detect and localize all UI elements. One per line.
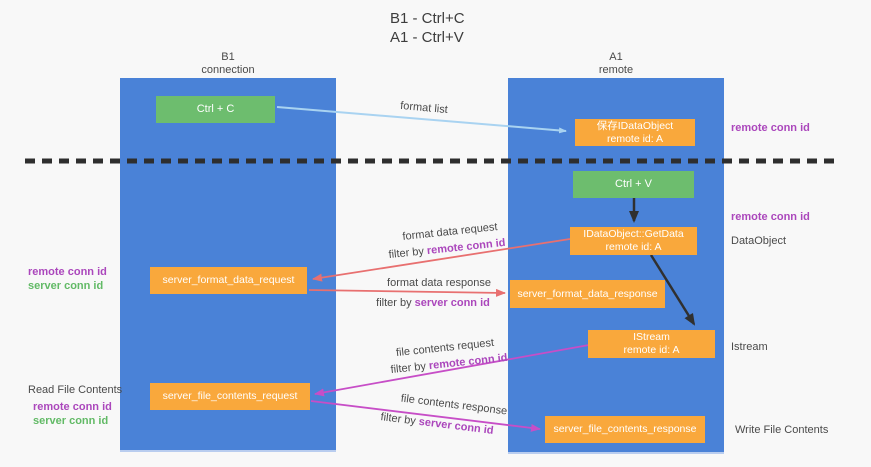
- node-ctrl-c: Ctrl + C: [156, 96, 275, 123]
- label-filter-by-server-2: filter by server conn id: [380, 411, 494, 437]
- server-conn-id-text: server conn id: [418, 415, 495, 437]
- lane-header-a1: A1 remote: [508, 51, 724, 77]
- side-label-remote-conn-id-left2: remote conn id: [33, 401, 112, 413]
- filter-by-text: filter by: [390, 360, 430, 377]
- lane-header-b1: B1 connection: [120, 51, 336, 77]
- remote-conn-id-text: remote conn id: [426, 236, 506, 258]
- remote-conn-id-text: remote conn id: [428, 351, 508, 373]
- node-server-format-data-response-label: server_format_data_response: [517, 287, 658, 300]
- filter-by-text: filter by: [376, 297, 415, 309]
- node-istream-line1: IStream: [633, 331, 670, 343]
- node-ctrl-c-label: Ctrl + C: [196, 103, 235, 115]
- node-server-file-contents-response: server_file_contents_response: [545, 416, 705, 443]
- lane-b1-name: B1: [221, 51, 235, 63]
- label-filter-by-server-1: filter by server conn id: [376, 297, 490, 309]
- side-label-istream: Istream: [731, 341, 768, 353]
- side-label-remote-conn-id-top: remote conn id: [731, 122, 810, 134]
- node-server-file-contents-request: server_file_contents_request: [150, 383, 310, 410]
- node-save-idataobject-line1: 保存IDataObject: [596, 119, 674, 132]
- side-label-dataobject: DataObject: [731, 235, 787, 247]
- node-server-format-data-request-label: server_format_data_request: [162, 274, 295, 286]
- lane-b1-role: connection: [201, 64, 255, 76]
- filter-by-text: filter by: [379, 411, 420, 428]
- node-save-idataobject-line2: remote id: A: [606, 132, 664, 145]
- server-conn-id-text: server conn id: [414, 297, 490, 309]
- node-save-idataobject: 保存IDataObject remote id: A: [575, 119, 695, 146]
- node-server-file-contents-request-label: server_file_contents_request: [162, 390, 298, 402]
- side-label-write-file-contents: Write File Contents: [735, 424, 829, 436]
- node-server-format-data-response: server_format_data_response: [510, 280, 665, 308]
- lane-a1-role: remote: [598, 64, 634, 76]
- node-istream: IStream remote id: A: [588, 330, 715, 358]
- node-ctrl-v-label: Ctrl + V: [615, 178, 652, 190]
- title-line-1: B1 - Ctrl+C: [390, 10, 465, 27]
- diagram-title: B1 - Ctrl+C A1 - Ctrl+V: [390, 9, 465, 47]
- node-ctrl-v: Ctrl + V: [573, 171, 694, 198]
- side-label-remote-conn-id-mid: remote conn id: [731, 211, 810, 223]
- label-file-contents-response: file contents response: [400, 392, 508, 418]
- format-data-response-arrow: [308, 288, 506, 297]
- side-label-remote-conn-id-left1: remote conn id: [28, 266, 107, 278]
- node-getdata-line1: IDataObject::GetData: [583, 228, 684, 240]
- node-getdata-line2: remote id: A: [605, 241, 662, 253]
- label-format-data-response: format data response: [387, 277, 491, 289]
- node-idataobject-getdata: IDataObject::GetData remote id: A: [570, 227, 697, 255]
- side-label-server-conn-id-left1: server conn id: [28, 280, 104, 292]
- title-line-2: A1 - Ctrl+V: [390, 29, 464, 46]
- node-istream-line2: remote id: A: [623, 344, 680, 356]
- node-server-format-data-request: server_format_data_request: [150, 267, 307, 294]
- label-format-list: format list: [399, 99, 449, 117]
- lane-a1-name: A1: [609, 51, 623, 63]
- side-label-server-conn-id-left2: server conn id: [33, 415, 109, 427]
- side-label-read-file-contents: Read File Contents: [28, 384, 123, 396]
- node-server-file-contents-response-label: server_file_contents_response: [553, 423, 697, 435]
- filter-by-text: filter by: [388, 245, 428, 262]
